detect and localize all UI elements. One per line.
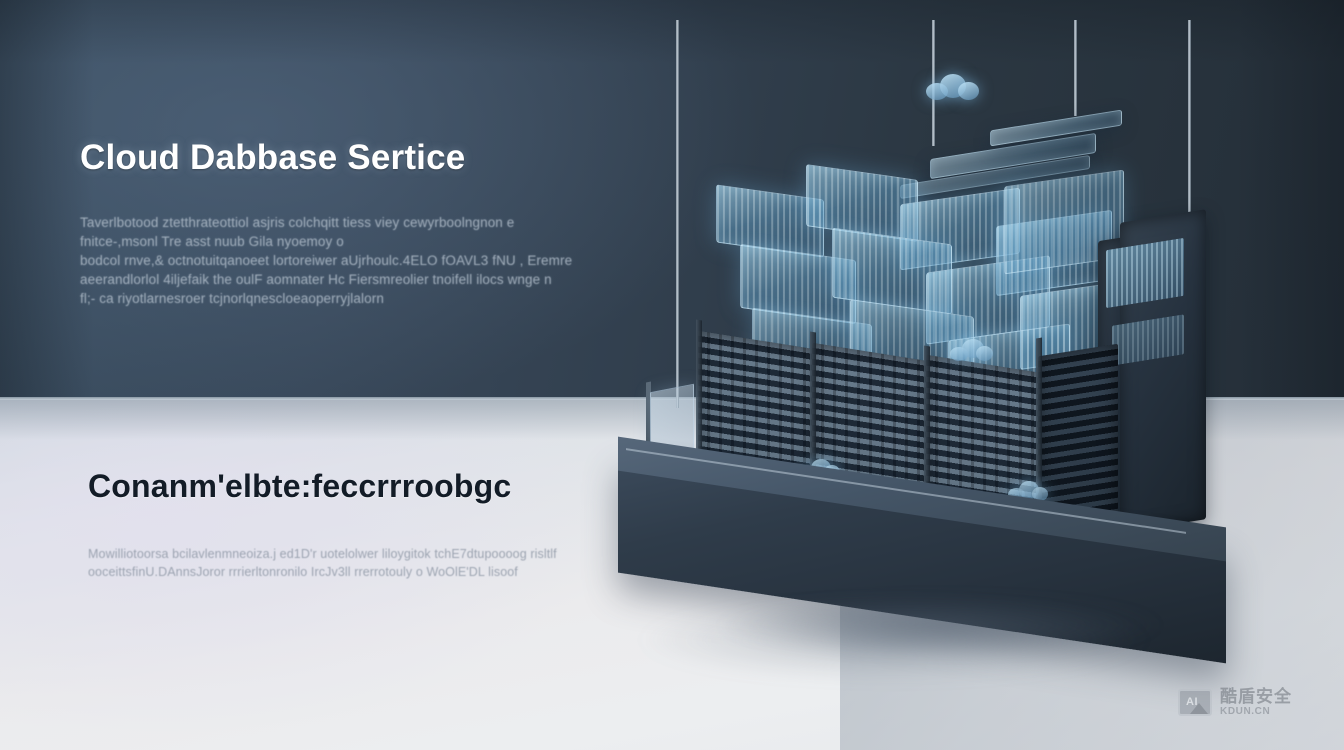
floor-cast-shadow: [600, 580, 1300, 700]
cloud-icon: [926, 72, 980, 102]
hanging-pole: [676, 20, 679, 408]
bottom-body-paragraph: Mowilliotoorsa bcilavlenmneoiza.j ed1D'r…: [88, 545, 648, 581]
top-body-line: fnitce-,msonl Tre asst nuub Gila nyoemoy…: [80, 234, 344, 249]
top-body-line: Taverlbotood ztetthrateottiol asjris col…: [80, 215, 515, 230]
watermark-text: 酷盾安全 KDUN.CN: [1220, 688, 1292, 717]
cloud-icon: [950, 338, 994, 362]
server-rack-illustration: [600, 20, 1320, 720]
top-body-line: aeerandlorlol 4iljefaik the oulF aomnate…: [80, 272, 552, 287]
mountain-glyph: [1190, 703, 1208, 715]
page-title: Cloud Dabbase Sertice: [80, 138, 466, 177]
section-subtitle: Conanm'elbte:feccrrroobgc: [88, 468, 512, 504]
watermark: AI 酷盾安全 KDUN.CN: [1178, 688, 1292, 717]
platform-shadow: [630, 580, 1250, 670]
watermark-brand: 酷盾安全: [1220, 687, 1292, 706]
top-body-paragraph: Taverlbotood ztetthrateottiol asjris col…: [80, 213, 620, 308]
ai-badge-label: AI: [1186, 695, 1198, 708]
bottom-copy-block: Conanm'elbte:feccrrroobgc Mowilliotoorsa…: [88, 468, 648, 581]
top-copy-block: Cloud Dabbase Sertice Taverlbotood ztett…: [80, 138, 620, 308]
top-body-line: fl;- ca riyotlarnesroer tcjnorlqnescloea…: [80, 291, 384, 306]
top-body-line: bodcol rnve,& octnotuitqanoeet lortoreiw…: [80, 253, 573, 268]
cloud-icon: [1008, 480, 1048, 502]
watermark-url: KDUN.CN: [1220, 705, 1271, 717]
bottom-body-line: ooceittsfinU.DAnnsJoror rrrierltonronilo…: [88, 565, 518, 579]
ai-image-icon: AI: [1178, 689, 1212, 717]
bottom-body-line: Mowilliotoorsa bcilavlenmneoiza.j ed1D'r…: [88, 547, 557, 561]
hanging-pole: [1074, 20, 1077, 116]
cabinet-glow-panel: [1106, 237, 1184, 309]
